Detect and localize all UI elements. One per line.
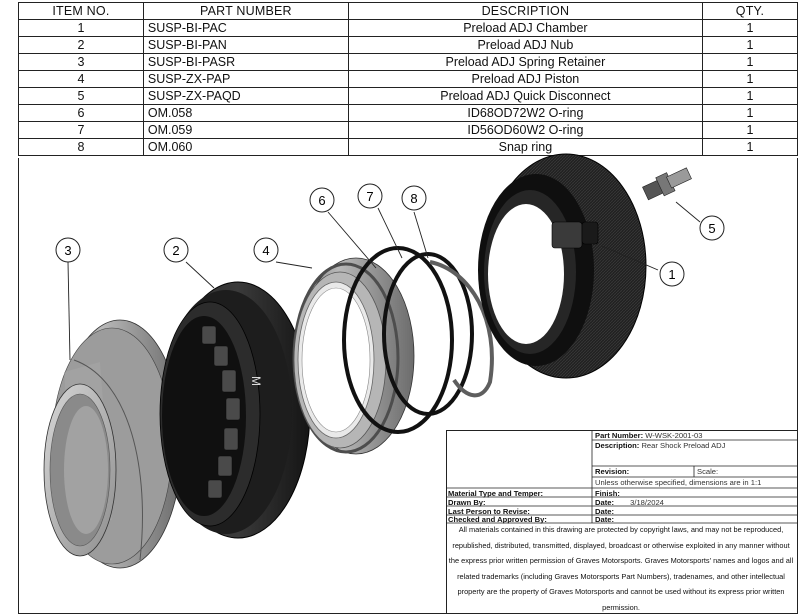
checked-by-label: Checked and Approved By: (448, 515, 547, 524)
part-o-ring-large (342, 246, 454, 434)
revised-date-label: Date: (595, 507, 614, 516)
description-value: Rear Shock Preload ADJ (641, 441, 726, 450)
description-label: Description: (595, 441, 640, 450)
last-revised-label: Last Person to Revise: (448, 507, 530, 516)
balloon-4: 4 (253, 237, 279, 263)
bom-part-number: OM.060 (142, 138, 349, 156)
bom-row: 8 OM.060 Snap ring 1 (18, 138, 799, 156)
balloon-5-label: 5 (708, 221, 715, 236)
title-block-grid (446, 430, 798, 614)
part-number-label: Part Number: (595, 431, 644, 440)
bom-item-no: 8 (18, 138, 144, 156)
bill-of-materials-table: ITEM NO. PART NUMBER DESCRIPTION QTY. 1 … (18, 2, 799, 156)
bom-part-number: SUSP-BI-PASR (142, 53, 349, 71)
bom-row: 4 SUSP-ZX-PAP Preload ADJ Piston 1 (18, 70, 799, 88)
drawn-by-label: Drawn By: (448, 498, 486, 507)
balloon-3: 3 (55, 237, 81, 263)
revision-field: Revision: (595, 467, 629, 476)
finish-label: Finish: (595, 489, 620, 498)
balloon-6-label: 6 (318, 193, 325, 208)
bom-part-number: SUSP-ZX-PAP (142, 70, 349, 88)
scale-field: Scale: (697, 467, 718, 476)
bom-row: 3 SUSP-BI-PASR Preload ADJ Spring Retain… (18, 53, 799, 71)
units-value: 1:1 (750, 478, 762, 487)
drawing-frame (18, 158, 798, 614)
drawn-date-label: Date: (595, 498, 614, 507)
copyright-notice: All materials contained in this drawing … (448, 525, 794, 612)
units-note: Unless otherwise specified, dimensions a… (595, 478, 749, 487)
description-field: Description: Rear Shock Preload ADJ (595, 441, 725, 450)
balloon-1: 1 (659, 261, 685, 287)
balloon-3-label: 3 (64, 243, 71, 258)
part-spring-retainer (43, 319, 183, 569)
last-revised-field: Last Person to Revise: (448, 507, 530, 516)
scale-label: Scale: (697, 467, 719, 476)
nub-marking-text: M (249, 376, 263, 386)
part-snap-ring (429, 260, 494, 398)
bom-description: Snap ring (347, 138, 703, 156)
part-number-field: Part Number: W-WSK-2001-03 (595, 431, 703, 440)
bom-body: 1 SUSP-BI-PAC Preload ADJ Chamber 1 2 SU… (18, 19, 799, 156)
units-note-field: Unless otherwise specified, dimensions a… (595, 478, 761, 487)
balloon-7: 7 (357, 183, 383, 209)
leader-lines (67, 201, 701, 361)
bom-description: Preload ADJ Quick Disconnect (347, 87, 703, 105)
drawn-date-value: 3/18/2024 (630, 498, 664, 507)
balloon-8-label: 8 (410, 191, 417, 206)
balloon-8: 8 (401, 185, 427, 211)
part-o-ring-small (382, 252, 474, 416)
checked-date-label: Date: (595, 515, 614, 524)
finish-field: Finish: (595, 489, 620, 498)
balloon-4-label: 4 (262, 243, 269, 258)
balloon-1-label: 1 (668, 267, 675, 282)
part-adjuster-nub: M (159, 281, 311, 539)
checked-by-field: Checked and Approved By: (448, 515, 547, 524)
revision-label: Revision: (595, 467, 630, 476)
part-number-value: W-WSK-2001-03 (645, 431, 703, 440)
title-block: Part Number: W-WSK-2001-03 Description: … (446, 430, 798, 614)
part-chamber (478, 153, 647, 379)
balloon-2-label: 2 (172, 243, 179, 258)
bom-description: Preload ADJ Piston (347, 70, 703, 88)
material-label: Material Type and Temper: (448, 489, 544, 498)
drawn-by-field: Drawn By: (448, 498, 486, 507)
balloon-7-label: 7 (366, 189, 373, 204)
bom-qty: 1 (701, 138, 799, 156)
drawn-date-field: Date: 3/18/2024 (595, 498, 664, 507)
revised-date-field: Date: (595, 507, 614, 516)
balloon-6: 6 (309, 187, 335, 213)
checked-date-field: Date: (595, 515, 614, 524)
part-quick-disconnect (642, 167, 692, 201)
material-field: Material Type and Temper: (448, 489, 543, 498)
balloon-5: 5 (699, 215, 725, 241)
balloon-2: 2 (163, 237, 189, 263)
